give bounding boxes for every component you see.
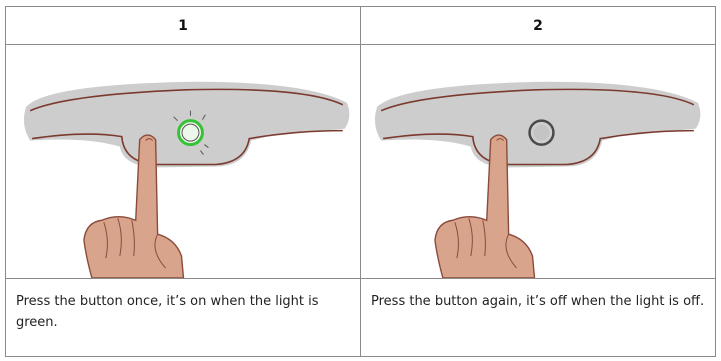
step-1-drawing: [6, 45, 360, 278]
instruction-table: 1 2: [5, 6, 716, 357]
step-1-illustration: [6, 45, 361, 279]
step-1-number: 1: [6, 7, 361, 45]
step-2-illustration: [361, 45, 716, 279]
step-2-caption: Press the button again, it’s off when th…: [361, 279, 716, 357]
step-2-number: 2: [361, 7, 716, 45]
light-off-icon: [530, 121, 554, 145]
illustration-row: [6, 45, 716, 279]
header-row: 1 2: [6, 7, 716, 45]
caption-row: Press the button once, it’s on when the …: [6, 279, 716, 357]
step-2-drawing: [361, 45, 715, 278]
step-1-caption: Press the button once, it’s on when the …: [6, 279, 361, 357]
